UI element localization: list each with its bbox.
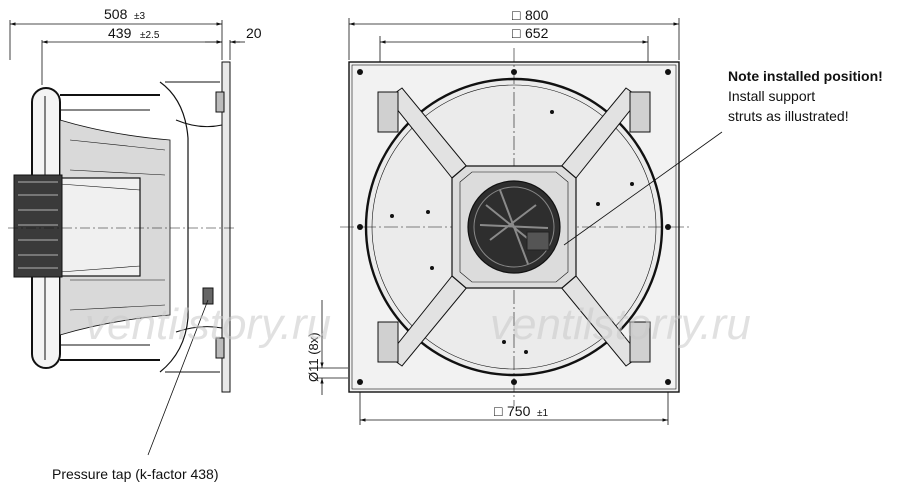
front-view: [316, 18, 723, 425]
install-note-line-1: Install support: [728, 88, 816, 104]
install-note-line-2: struts as illustrated!: [728, 108, 849, 124]
install-note-title: Note installed position!: [728, 68, 883, 84]
dim-plate-inner: 652: [525, 25, 549, 41]
install-note: Note installed position! Install support…: [728, 66, 898, 126]
dim-overall-tolerance: ±3: [134, 11, 145, 22]
watermark-left: ventilstory.ru: [85, 300, 332, 349]
pressure-tap-label: Pressure tap (k-factor 438): [52, 466, 219, 482]
dim-body-length: 439: [108, 25, 132, 41]
dim-overall-length: 508: [104, 6, 128, 22]
dim-hole-pitch: 750: [507, 403, 531, 419]
dim-body-tolerance: ±2.5: [140, 30, 160, 41]
dim-plate-thickness: 20: [246, 25, 262, 41]
dim-hole-pitch-symbol: □: [494, 403, 503, 419]
dim-plate-outer: 800: [525, 7, 549, 23]
watermark-right: ventilstorry.ru: [490, 300, 751, 349]
side-view: [8, 20, 245, 456]
dim-plate-outer-symbol: □: [512, 7, 521, 23]
dim-hole-pitch-tolerance: ±1: [537, 408, 548, 419]
dim-plate-inner-symbol: □: [512, 25, 521, 41]
dim-hole-diameter: Ø11 (8x): [306, 332, 321, 382]
